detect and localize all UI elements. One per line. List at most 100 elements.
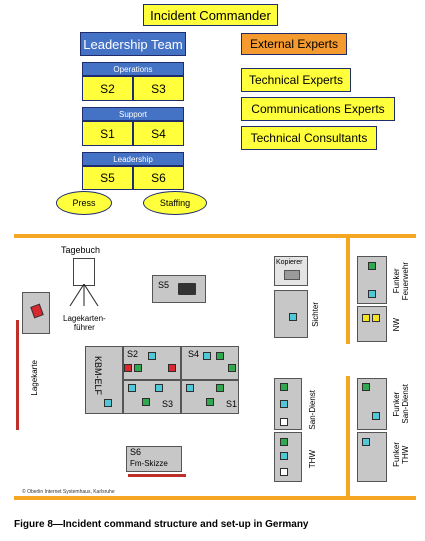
lagekarte-label: Lagekarte [30,360,39,396]
org-cell-s3: S3 [133,76,184,101]
easel-legs [69,284,99,307]
s1-green-chair-2-icon [216,384,224,392]
tagebuch-board [73,258,95,286]
wall-right-upper [346,234,350,344]
funker-thw-cyan-chair-icon [362,438,370,446]
kbm-chair-icon [104,399,112,407]
s3-green-chair-icon [142,398,150,406]
copyright-text: © Oberlin Internet Systemhaus, Karlsruhe [22,489,115,495]
support-header: Support [82,107,184,121]
feuerwehr-cyan-chair-icon [368,290,376,298]
funker-san-cyan-chair-icon [372,412,380,420]
s2-label: S2 [127,349,139,359]
funker-feuerwehr-label: Funker Feuerwehr [392,262,410,301]
san-dienst-label: San-Dienst [308,390,317,430]
lagekartenfuehrer-label: Lagekarten- führer [63,314,106,332]
s4-green-chair-2-icon [228,364,236,372]
s1-cyan-chair-icon [186,384,194,392]
press-ellipse: Press [56,191,112,215]
technical-experts-label: Technical Experts [248,73,344,87]
kopierer-label: Kopierer [276,259,303,266]
feuerwehr-green-chair-icon [368,262,376,270]
fm-skizze-label: Fm-Skizze [130,459,168,468]
wall-top [14,234,346,238]
nw-table [357,306,387,342]
external-experts-box: External Experts [241,33,347,55]
technical-consultants-box: Technical Consultants [241,126,377,150]
san-green-chair-icon [280,383,288,391]
kbm-elf-label: KBM-ELF [93,356,103,396]
san-dienst-table [274,378,302,430]
figure-caption: Figure 8—Incident command structure and … [14,519,309,530]
press-label: Press [72,198,96,208]
s6-label: S6 [130,447,142,457]
org-cell-s4-label: S4 [151,126,166,141]
leadership-label: Leadership [113,154,153,164]
operations-header: Operations [82,62,184,76]
nw-yellow-chair-icon [362,314,370,322]
leadership-team-label: Leadership Team [83,36,183,52]
s2-red-chair-2-icon [168,364,176,372]
org-cell-s5-label: S5 [100,171,115,185]
s4-table [181,346,239,380]
org-cell-s2: S2 [82,76,133,101]
sichter-table [274,290,308,338]
org-cell-s1: S1 [82,121,133,146]
lagekarte-wall [16,320,19,430]
org-cell-s5: S5 [82,166,133,190]
s1-green-chair-icon [206,398,214,406]
s2-cyan-chair-icon [148,352,156,360]
thw-cyan-chair-icon [280,452,288,460]
thw-white-chair-icon [280,468,288,476]
s5-label: S5 [158,280,170,290]
laptop-icon [178,283,196,295]
technical-consultants-label: Technical Consultants [250,131,368,145]
technical-experts-box: Technical Experts [241,68,351,92]
san-cyan-chair-icon [280,400,288,408]
staffing-ellipse: Staffing [143,191,207,215]
org-cell-s6-label: S6 [151,171,166,185]
nw-label: NW [392,318,401,332]
san-white-chair-icon [280,418,288,426]
external-experts-label: External Experts [249,37,339,51]
wall-top-right [346,234,416,238]
communications-experts-box: Communications Experts [241,97,395,121]
org-cell-s4: S4 [133,121,184,146]
s2-green-chair-icon [134,364,142,372]
s2-red-chair-icon [124,364,132,372]
sichter-chair-icon [289,313,297,321]
communications-experts-label: Communications Experts [251,102,385,116]
org-cell-s3-label: S3 [151,81,166,96]
funker-san-green-chair-icon [362,383,370,391]
copier-icon [284,270,300,280]
funker-san-dienst-label: Funker San-Dienst [392,384,410,424]
org-cell-s2-label: S2 [100,81,115,96]
sichter-label: Sichter [311,302,320,327]
s3-cyan-chair-icon [128,384,136,392]
incident-commander-label: Incident Commander [150,7,271,23]
s3-label: S3 [162,399,174,409]
thw-green-chair-icon [280,438,288,446]
s4-green-chair-icon [216,352,224,360]
funker-thw-label: Funker THW [392,442,410,467]
s1-label: S1 [226,399,238,409]
leadership-header: Leadership [82,152,184,166]
support-label: Support [118,109,148,119]
operations-label: Operations [113,64,153,74]
thw-label: THW [308,450,317,469]
wall-bottom [14,496,416,500]
leadership-team-box: Leadership Team [80,32,186,56]
org-cell-s1-label: S1 [100,126,115,141]
s6-table [126,446,182,472]
org-cell-s6: S6 [133,166,184,190]
thw-table [274,432,302,482]
s4-cyan-chair-icon [203,352,211,360]
tagebuch-label: Tagebuch [61,245,101,255]
funker-san-dienst-table [357,378,387,430]
s4-label: S4 [188,349,200,359]
s3-cyan-chair-2-icon [155,384,163,392]
staffing-label: Staffing [159,198,191,208]
s2-table [123,346,181,380]
incident-commander-box: Incident Commander [143,4,278,26]
wall-right-lower [346,376,350,500]
